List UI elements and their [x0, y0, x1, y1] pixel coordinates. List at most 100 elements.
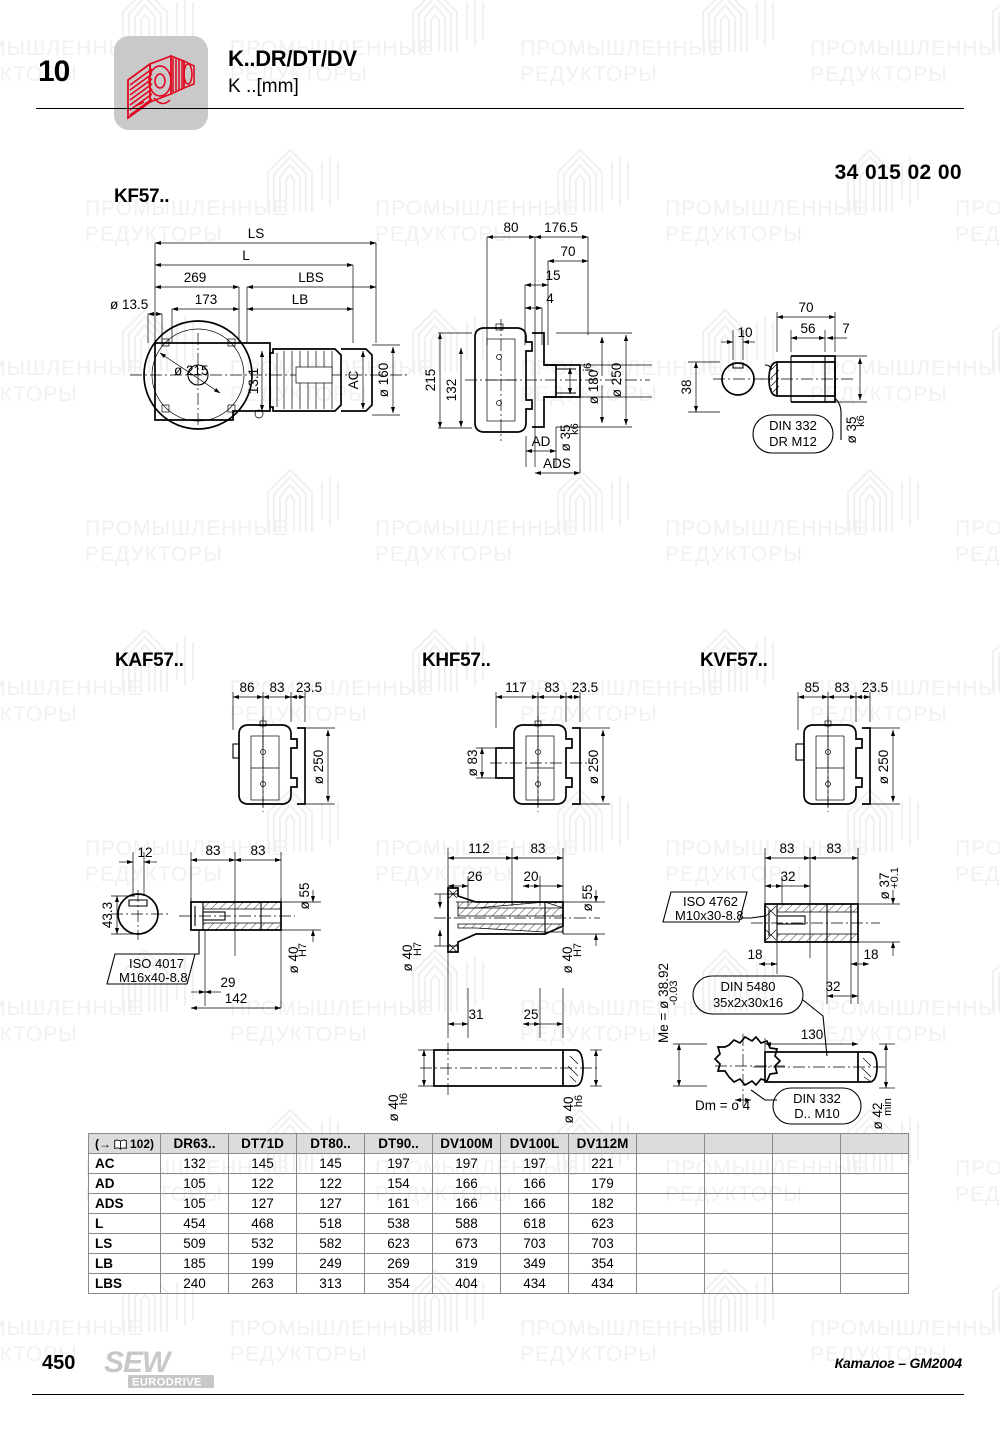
table-row-label: LBS — [87, 1273, 162, 1294]
section-title-khf57: KHF57.. — [422, 650, 491, 671]
drawing-kf57-mid-view: 80 176.5 70 15 4 215 132 — [423, 220, 652, 476]
table-cell: 263 — [228, 1273, 298, 1294]
dim-10: 10 — [737, 325, 752, 340]
dim-142: 142 — [225, 991, 248, 1006]
drawing-kaf57-top-view: 86 83 23.5 ø 250 — [232, 680, 335, 812]
table-col-5: DV100L — [500, 1133, 570, 1154]
table-cell: 518 — [296, 1213, 366, 1234]
table-col-6: DV112M — [568, 1133, 638, 1154]
dim-29: 29 — [220, 975, 235, 990]
table-cell — [704, 1233, 774, 1254]
dim-38: 38 — [679, 379, 694, 394]
table-header-row: (→ 102) DR63.. DT71D DT80.. DT90.. DV100… — [87, 1133, 910, 1154]
dim-7: 7 — [842, 321, 850, 336]
table-col-3: DT90.. — [364, 1133, 434, 1154]
dim-112: 112 — [468, 841, 490, 856]
dim-dia-35: ø 35 — [558, 424, 573, 451]
dim-dia-250-khf: ø 250 — [586, 750, 601, 785]
dim-83-khf-bot: 83 — [530, 841, 545, 856]
table-cell: 249 — [296, 1253, 366, 1274]
dim-dia-37: ø 37 — [877, 872, 892, 899]
arrow-right-icon: (→ — [95, 1137, 111, 1151]
table-cell — [704, 1193, 774, 1214]
table-cell: 538 — [364, 1213, 434, 1234]
dim-ads: ADS — [543, 456, 571, 471]
table-cell — [636, 1213, 706, 1234]
page-subtitle: K ..[mm] — [228, 76, 299, 97]
dim-269: 269 — [184, 270, 207, 285]
table-cell: 166 — [500, 1173, 570, 1194]
table-cell — [840, 1153, 910, 1174]
table-cell: 185 — [160, 1253, 230, 1274]
table-cell: 154 — [364, 1173, 434, 1194]
balloon-din332-kvf-line2: D.. M10 — [794, 1106, 840, 1121]
balloon-iso4017-line2: M16x40-8.8 — [119, 970, 188, 985]
table-cell: 197 — [364, 1153, 434, 1174]
dim-31: 31 — [468, 1007, 483, 1022]
gearmotor-icon — [114, 36, 208, 130]
dim-tol-180: j6 — [582, 363, 594, 373]
table-cell: 145 — [296, 1153, 366, 1174]
drawing-kaf57-shaft: 12 43.3 83 83 ø 55 ø 40 H7 — [100, 843, 321, 1011]
table-cell: 166 — [432, 1173, 502, 1194]
table-cell: 588 — [432, 1213, 502, 1234]
dim-15: 15 — [545, 268, 560, 283]
dim-23-5-kvf: 23.5 — [862, 680, 888, 695]
section-title-kvf57: KVF57.. — [700, 650, 768, 671]
table-cell — [840, 1273, 910, 1294]
drawing-kvf57-shaft: 83 83 32 ø 37 +0.1 ISO 4762 M10x30-8.8 — [656, 841, 901, 1130]
table-cell — [704, 1213, 774, 1234]
table-col-1: DT71D — [228, 1133, 298, 1154]
table-col-7 — [636, 1133, 706, 1154]
table-cell: 122 — [296, 1173, 366, 1194]
table-cell: 623 — [364, 1233, 434, 1254]
dim-l: L — [242, 248, 250, 263]
drawing-kf57-left-view: LS L 269 LBS 173 LB ø 13.5 — [110, 226, 410, 433]
table-col-10 — [840, 1133, 910, 1154]
table-cell: 623 — [568, 1213, 638, 1234]
table-cell — [704, 1153, 774, 1174]
table-cell — [636, 1153, 706, 1174]
table-col-9 — [772, 1133, 842, 1154]
dim-20: 20 — [523, 869, 538, 884]
table-cell: 105 — [160, 1193, 230, 1214]
table-cell: 434 — [568, 1273, 638, 1294]
table-cell — [772, 1233, 842, 1254]
balloon-din332-line2: DR M12 — [769, 434, 817, 449]
table-cell: 132 — [160, 1153, 230, 1174]
table-cell: 197 — [432, 1153, 502, 1174]
table-cell: 354 — [568, 1253, 638, 1274]
svg-text:SEW: SEW — [104, 1346, 173, 1379]
table-cell — [636, 1193, 706, 1214]
header-divider — [36, 108, 964, 109]
dim-132: 132 — [444, 379, 459, 402]
dim-tol-37: +0.1 — [889, 867, 901, 889]
table-cell — [704, 1173, 774, 1194]
table-cell: 703 — [568, 1233, 638, 1254]
dim-23-5-khf: 23.5 — [572, 680, 598, 695]
dim-dia-40: ø 40 — [286, 946, 301, 973]
drawing-khf57-shaft: 112 83 26 20 ø 40 H7 ø 55 — [386, 841, 605, 1124]
table-corner-cell: (→ 102) — [87, 1133, 162, 1154]
dim-tol-40-h6-left: h6 — [398, 1093, 410, 1105]
table-row-label: LS — [87, 1233, 162, 1254]
dim-86: 86 — [239, 680, 254, 695]
table-col-4: DV100M — [432, 1133, 502, 1154]
table-cell — [840, 1193, 910, 1214]
drawing-kf57-shaft-detail: 10 70 56 7 ø 35 k6 DIN 332 DR M12 — [713, 300, 867, 454]
dim-dia-40-h7-left: ø 40 — [400, 944, 415, 971]
section-title-kaf57: KAF57.. — [115, 650, 184, 671]
table-cell: 161 — [364, 1193, 434, 1214]
page-title: K..DR/DT/DV — [228, 46, 357, 71]
dim-83-kvf-b: 83 — [826, 841, 841, 856]
drawing-kvf57-top-view: 85 83 23.5 ø 250 — [795, 680, 900, 812]
table-cell: 197 — [500, 1153, 570, 1174]
chapter-number: 10 — [38, 55, 70, 88]
dim-dia-83: ø 83 — [465, 749, 480, 776]
balloon-iso4762-line1: ISO 4762 — [683, 894, 738, 909]
table-cell — [636, 1233, 706, 1254]
table-cell: 319 — [432, 1253, 502, 1274]
